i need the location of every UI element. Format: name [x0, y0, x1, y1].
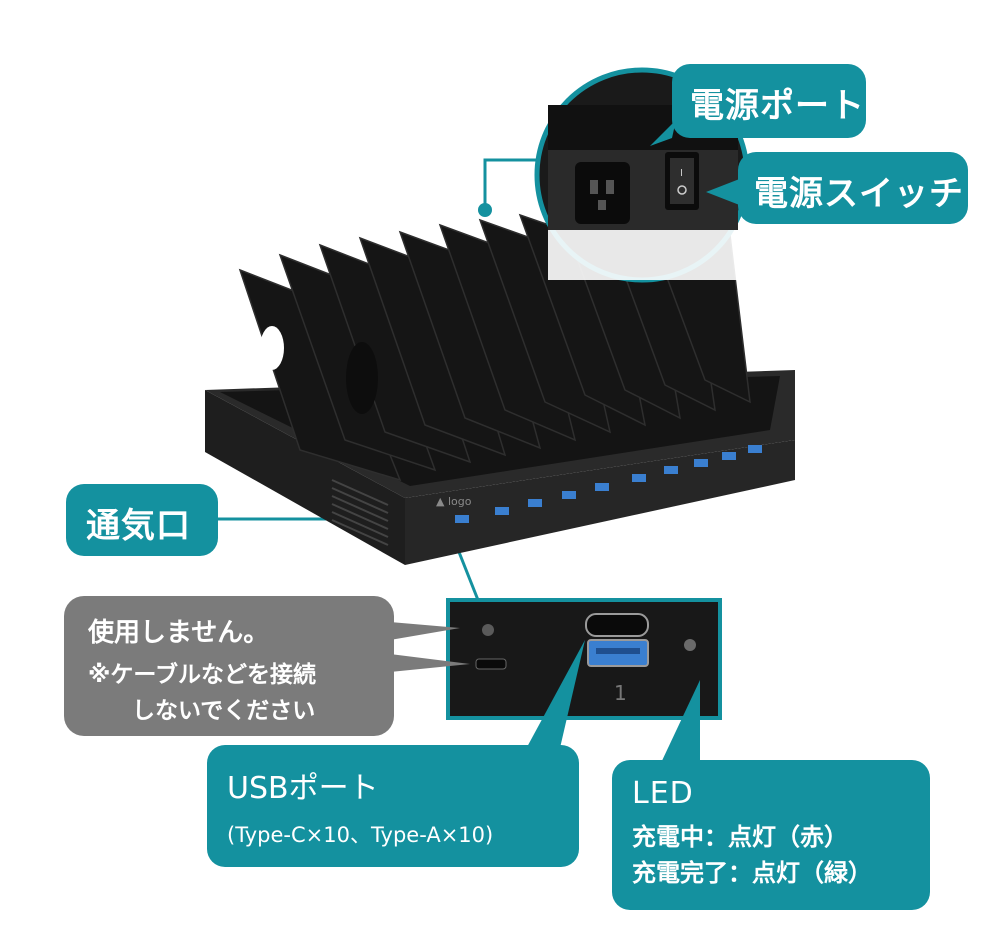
- status-led: [684, 639, 696, 651]
- unused-note-line3: しないでください: [132, 698, 316, 724]
- usb-port-callout: USBポート (Type-C×10、Type-A×10): [207, 745, 579, 867]
- unused-led: [482, 624, 494, 636]
- note-pointer-port: [390, 654, 470, 672]
- unused-note-line1: 使用しません。: [88, 618, 270, 648]
- front-detail-inset: 1: [446, 598, 722, 720]
- power-connector-dot: [478, 203, 492, 217]
- usb-pointer: [520, 640, 585, 760]
- device-logo: ▲ logo: [436, 495, 472, 508]
- power-port-pointer: [650, 120, 676, 146]
- power-switch-callout: 電源スイッチ: [738, 152, 968, 224]
- power-port-text: 電源ポート: [690, 86, 865, 126]
- power-switch-pointer: [706, 178, 742, 206]
- led-title: LED: [632, 776, 694, 811]
- vent-text: 通気口: [86, 506, 191, 546]
- led-charging: 充電中：点灯（赤）: [632, 823, 848, 851]
- front-usb-ports: [455, 445, 762, 523]
- unused-note-line2: ※ケーブルなどを接続: [88, 662, 316, 688]
- led-complete: 充電完了：点灯（緑）: [632, 859, 872, 887]
- led-callout: LED 充電中：点灯（赤） 充電完了：点灯（緑）: [612, 760, 930, 910]
- vent-callout: 通気口: [66, 484, 218, 556]
- unused-port-note: 使用しません。 ※ケーブルなどを接続 しないでください: [64, 596, 394, 736]
- led-pointer: [660, 680, 700, 765]
- divider-hole: [260, 326, 284, 370]
- usb-title: USBポート: [227, 771, 379, 806]
- power-switch-text: 電源スイッチ: [754, 174, 964, 214]
- usb-detail: (Type-C×10、Type-A×10): [227, 823, 494, 847]
- micro-usb-port: [475, 658, 507, 670]
- divider-handle: [346, 342, 378, 414]
- usb-c-port: [585, 613, 649, 637]
- note-pointer-led: [390, 622, 460, 640]
- svg-text:I: I: [680, 168, 683, 179]
- power-port-callout: 電源ポート: [672, 64, 866, 138]
- port-number: 1: [614, 681, 627, 705]
- power-socket: [575, 162, 630, 224]
